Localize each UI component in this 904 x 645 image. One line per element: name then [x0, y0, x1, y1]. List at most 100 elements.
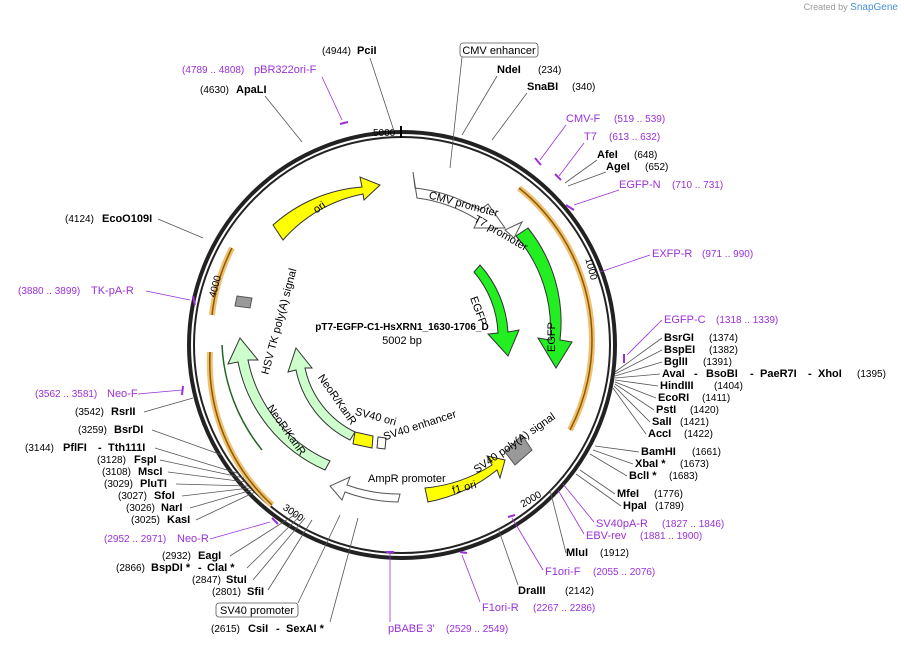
hsv-tk-box: [234, 295, 253, 309]
leader-egfp-c: [626, 319, 663, 356]
enzyme-pos-bglii: (1391): [703, 357, 732, 368]
primer-tk-pa-r: TK-pA-R: [91, 285, 134, 297]
leader-draiii: [497, 527, 519, 586]
enzyme-bspei: BspEI: [664, 344, 695, 356]
enzyme-xhoi: XhoI: [818, 368, 842, 380]
enzyme-pos-csii: (2615): [211, 624, 240, 635]
neor-inner-arrow: [287, 346, 356, 441]
enzyme-pos-afei: (648): [634, 150, 657, 161]
egfp-inner-arrow: [473, 264, 520, 357]
leader-pcii: [369, 57, 395, 132]
enzyme-sep-5: -: [198, 562, 202, 574]
neor-outer-arrow: [227, 337, 331, 471]
primer-pbabe3: pBABE 3': [388, 623, 435, 635]
enzyme-pos-hindiii: (1404): [714, 381, 743, 392]
leader-ecoo109i: [157, 218, 204, 239]
enzyme-pos-agei: (652): [645, 162, 668, 173]
credit-prefix: Created by: [803, 2, 848, 12]
primer-range-exfp-r: (971 .. 990): [702, 249, 753, 260]
enzyme-sexai: SexAI *: [286, 623, 325, 635]
leader-f1ori-r: [461, 554, 481, 603]
primer-neo-r: Neo-R: [177, 533, 209, 545]
enzyme-sep-3: -: [808, 368, 812, 380]
snapgene-credit: Created by SnapGene: [804, 2, 898, 13]
primer-f1ori-f: F1ori-F: [545, 566, 581, 578]
ampr-promoter-arrow: [329, 476, 401, 503]
primer-sv40pa-r: SV40pA-R: [596, 518, 648, 530]
enzyme-pos-avai: (1395): [857, 369, 886, 380]
label-sv40-polya: SV40 poly(A) signal: [472, 411, 558, 476]
enzyme-pos-mfei: (1776): [654, 489, 683, 500]
site-f1ori-r: [459, 551, 468, 554]
enzyme-csii: CsiI: [248, 623, 268, 635]
leader-mfei-hpai: [575, 469, 622, 507]
primer-range-t7: (613 .. 632): [609, 132, 660, 143]
enzyme-pos-sali: (1421): [680, 417, 709, 428]
enzyme-snabi: SnaBI: [527, 81, 558, 93]
leader-afei-agei: [564, 159, 607, 187]
enzyme-pos-bspdi: (2866): [116, 563, 145, 574]
primer-range-sv40pa-r: (1827 .. 1846): [662, 519, 724, 530]
enzyme-bspdi: BspDI *: [151, 562, 191, 574]
enzyme-pos-msci: (3108): [102, 467, 131, 478]
enzyme-pluti: PluTI: [140, 478, 167, 490]
primer-range-f1ori-r: (2267 .. 2286): [533, 603, 595, 614]
enzyme-hindiii: HindIII: [660, 380, 694, 392]
enzyme-pos-rsrii: (3542): [75, 407, 104, 418]
enzyme-kasi: KasI: [167, 514, 190, 526]
enzyme-pos-nari: (3026): [126, 503, 155, 514]
plasmid-name: pT7-EGFP-C1-HsXRN1_1630-1706_D: [315, 322, 488, 333]
enzyme-hpai: HpaI: [623, 500, 647, 512]
label-egfp-outer: EGFP: [546, 322, 558, 352]
enzyme-pflfi: PflFI: [63, 442, 87, 454]
enzyme-agei: AgeI: [606, 161, 630, 173]
enzyme-pos-sfii: (2801): [212, 587, 241, 598]
enzyme-pos-snabi: (340): [572, 82, 595, 93]
primer-range-pbabe3: (2529 .. 2549): [446, 624, 508, 635]
sv40-enhancer-box: [376, 436, 387, 450]
enzyme-pos-pluti: (3029): [104, 479, 133, 490]
leader-egfp-n: [573, 189, 620, 206]
primer-range-egfp-n: (710 .. 731): [672, 180, 723, 191]
primer-t7: T7: [584, 131, 597, 143]
label-sv40-promoter: SV40 promoter: [220, 605, 294, 617]
primer-range-pbr322ori-f: (4789 .. 4808): [182, 65, 244, 76]
enzyme-pos-bamhi: (1661): [692, 447, 721, 458]
primer-range-tk-pa-r: (3880 .. 3899): [18, 286, 80, 297]
leader-rsrii: [143, 397, 194, 413]
enzyme-fspi: FspI: [134, 454, 157, 466]
primer-ebv-rev: EBV-rev: [586, 530, 627, 542]
label-cmv-enhancer: CMV enhancer: [462, 45, 536, 57]
enzyme-pos-bsrdi: (3259): [78, 425, 107, 436]
label-f1-ori: f1 ori: [451, 479, 478, 497]
neor-arc: [208, 351, 273, 506]
site-t7: [554, 173, 562, 181]
leader-cmv-f: [539, 124, 567, 161]
enzyme-pos-eagi: (2932): [162, 551, 191, 562]
enzyme-sep-2: -: [750, 368, 754, 380]
leader-right-cluster: [612, 337, 663, 435]
egfp-outer-arrow: [515, 227, 573, 369]
primer-range-f1ori-f: (2055 .. 2076): [593, 567, 655, 578]
label-cmv-promoter: CMV promoter: [427, 190, 500, 220]
enzyme-pos-hpai: (1789): [655, 501, 684, 512]
label-ori: ori: [311, 199, 328, 216]
site-neo-f: [181, 385, 184, 396]
leader-ndei: [461, 75, 498, 136]
enzyme-rsrii: RsrII: [111, 406, 135, 418]
t7-promoter-arrow: [504, 220, 524, 239]
enzyme-pos-acci: (1422): [684, 429, 713, 440]
f1-ori-arrow: [424, 455, 506, 503]
tk-arc: [211, 247, 233, 316]
neor-cds-line: [221, 344, 263, 451]
enzyme-bcli: BclI *: [629, 470, 657, 482]
primer-exfp-r: EXFP-R: [652, 248, 692, 260]
leader-left-cluster: [154, 447, 256, 521]
primer-cmv-f: CMV-F: [566, 113, 601, 125]
enzyme-sfoi: SfoI: [154, 490, 175, 502]
enzyme-pos-psti: (1420): [690, 405, 719, 416]
enzyme-xbai: XbaI *: [635, 458, 666, 470]
enzyme-pcii: PciI: [357, 45, 377, 57]
tick-label-5000: 5000: [373, 128, 396, 139]
enzyme-bamhi: BamHI: [641, 446, 676, 458]
